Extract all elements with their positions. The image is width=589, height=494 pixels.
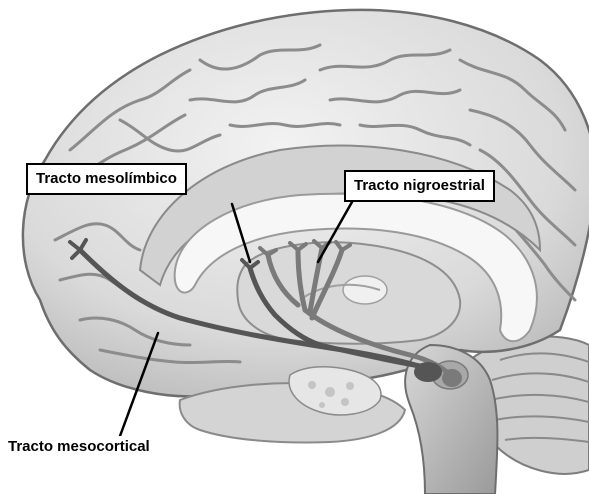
label-tracto-nigroestrial: Tracto nigroestrial	[344, 170, 495, 202]
label-tracto-mesolimbico: Tracto mesolímbico	[26, 163, 187, 195]
label-tracto-mesocortical: Tracto mesocortical	[4, 436, 154, 458]
